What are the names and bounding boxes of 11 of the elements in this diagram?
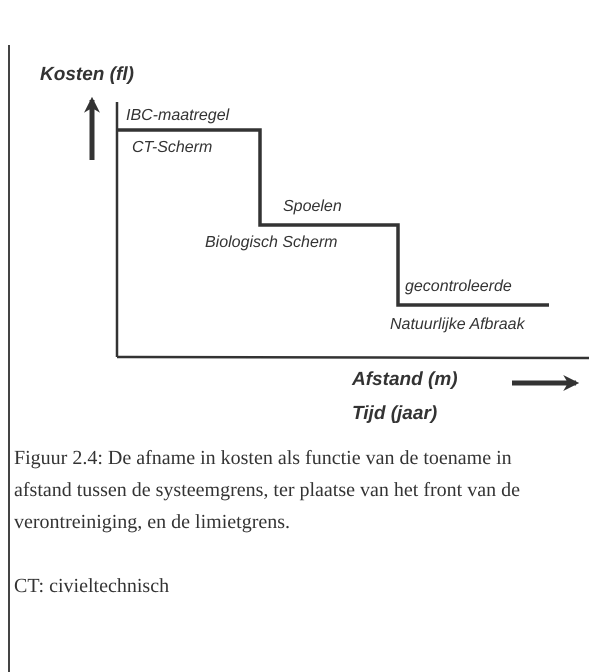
figure-caption: Figuur 2.4: De afname in kosten als functie van de toename in afstand tussen de systeemgrens, ter plaatse van het front van de verontreiniging, en de limietgrens. (14, 446, 521, 535)
axis-title: Afstand (m) (352, 368, 458, 392)
axis-title: Tijd (jaar) (352, 402, 438, 426)
footnote: CT: civieltechnisch (14, 574, 170, 599)
step-label: Spoelen (283, 197, 342, 217)
step-label: IBC-maatregel (126, 106, 230, 126)
step-label: Biologisch Scherm (205, 233, 338, 253)
axis-title: Kosten (fl) (40, 63, 134, 87)
step-label: gecontroleerde (405, 277, 512, 297)
step-label: CT-Scherm (132, 138, 212, 158)
step-label: Natuurlijke Afbraak (390, 315, 525, 335)
